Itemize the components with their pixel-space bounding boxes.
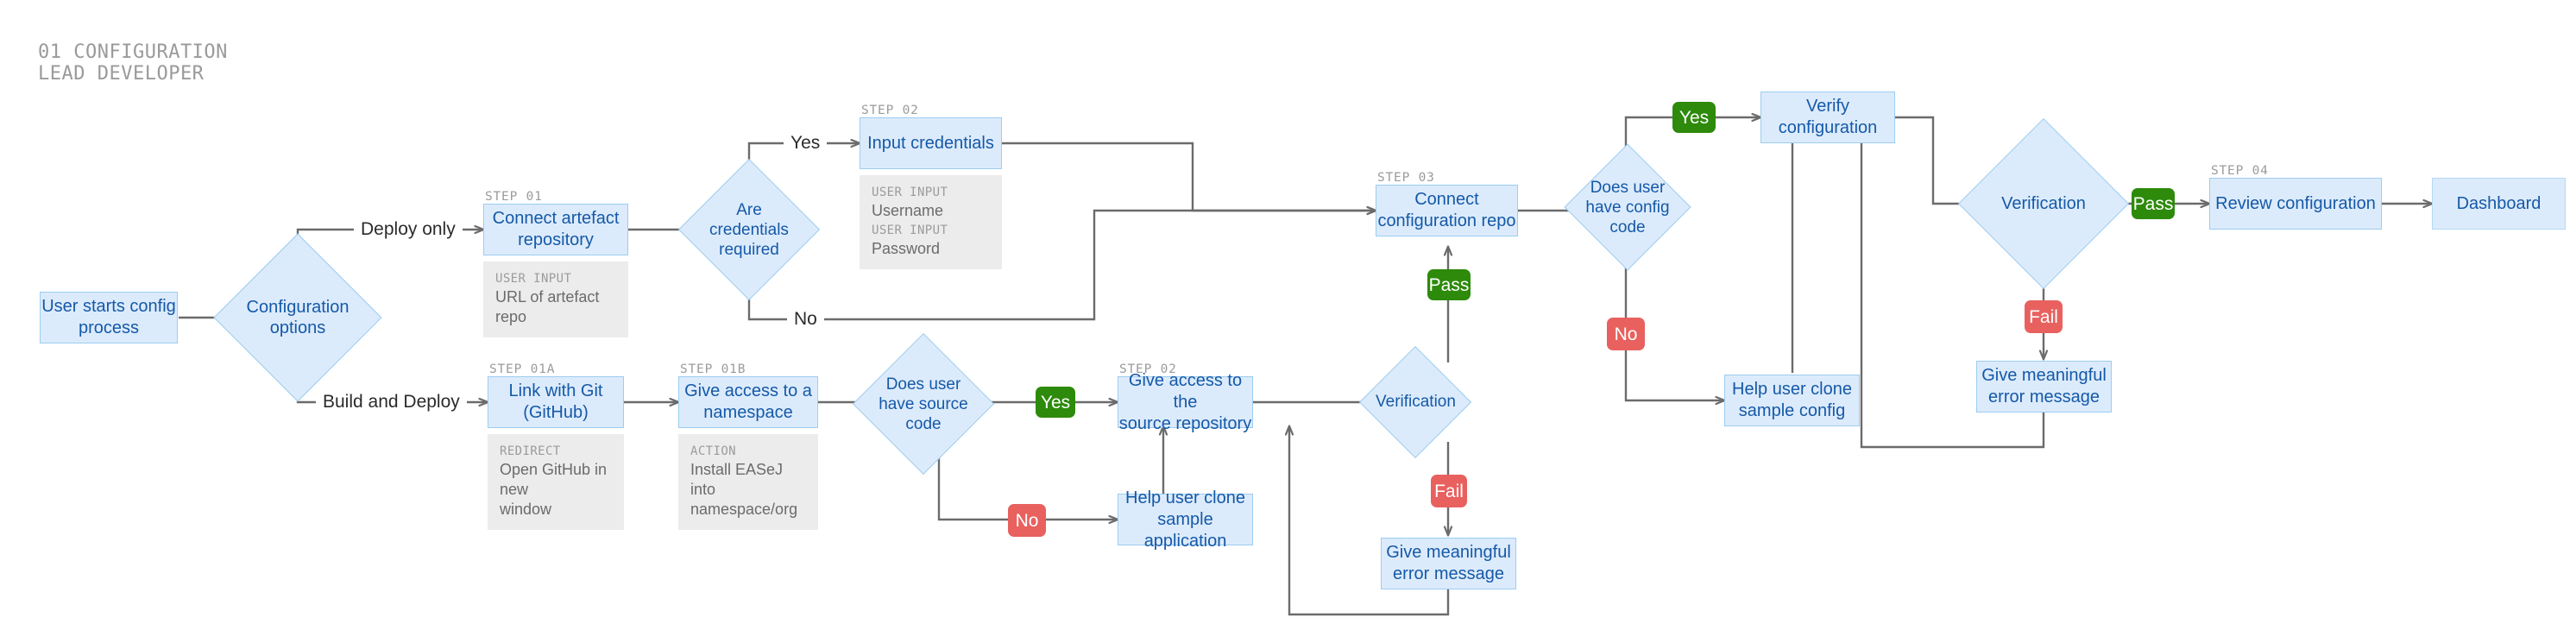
badge-source-yes: Yes [1036, 387, 1075, 418]
edge-label-deploy-only: Deploy only [354, 220, 463, 239]
note-artefact-user-input: USER INPUT URL of artefact repo [483, 261, 628, 337]
badge-config-no: No [1607, 318, 1645, 350]
note-credentials-user-input: USER INPUT Username USER INPUT Password [860, 175, 1002, 269]
node-verification-config[interactable]: Verification [1958, 118, 2129, 289]
step-caption-01: STEP 01 [485, 190, 543, 204]
node-review-configuration[interactable]: Review configuration [2209, 178, 2382, 230]
node-connect-configuration-repo[interactable]: Connect configuration repo [1376, 185, 1518, 236]
node-give-access-to-namespace[interactable]: Give access to a namespace [678, 376, 818, 428]
node-link-with-git[interactable]: Link with Git (GitHub) [488, 376, 624, 428]
note-git-redirect: REDIRECT Open GitHub in new window [488, 434, 624, 530]
badge-source-pass: Pass [1427, 269, 1471, 300]
note-value: Install EASeJ into namespace/org [690, 461, 798, 518]
step-caption-04: STEP 04 [2211, 164, 2269, 178]
badge-config-yes: Yes [1672, 102, 1716, 133]
wire-source-no [937, 450, 1118, 520]
node-help-user-clone-sample-application[interactable]: Help user clone sample application [1118, 488, 1253, 551]
edge-label-credentials-yes: Yes [784, 134, 828, 153]
node-dashboard[interactable]: Dashboard [2432, 178, 2566, 230]
step-caption-02-source-repo: STEP 02 [1119, 362, 1177, 376]
note-value: Open GitHub in new window [500, 461, 608, 518]
note-namespace-action: ACTION Install EASeJ into namespace/org [678, 434, 818, 530]
node-does-user-have-source-code[interactable]: Does user have source code [852, 332, 995, 476]
badge-source-no: No [1008, 504, 1046, 537]
note-kind: USER INPUT [872, 224, 948, 237]
node-does-user-have-config-code[interactable]: Does user have config code [1564, 143, 1691, 271]
note-kind: USER INPUT [872, 186, 948, 199]
note-kind: REDIRECT [500, 444, 561, 458]
node-error-message-source[interactable]: Give meaningful error message [1381, 538, 1516, 589]
node-connect-artefact-repository[interactable]: Connect artefact repository [483, 204, 628, 255]
note-value: Password [872, 240, 941, 257]
wire-error-config-retry [1861, 128, 2045, 449]
wire-credentials-to-config-repo [1002, 142, 1376, 211]
node-give-access-to-source-repository[interactable]: Give access to the source repository [1118, 370, 1253, 433]
badge-final-pass: Pass [2132, 188, 2175, 219]
wire-creds-no [747, 211, 1376, 321]
node-help-user-clone-sample-config[interactable]: Help user clone sample config [1724, 375, 1860, 426]
wire-error-source-retry [1289, 426, 1450, 616]
wire-verify-to-verification-config [1895, 116, 1983, 204]
page-title: 01 CONFIGURATION LEAD DEVELOPER [38, 41, 228, 85]
node-are-credentials-required[interactable]: Are credentials required [677, 158, 821, 301]
node-verify-configuration[interactable]: Verify configuration [1760, 91, 1895, 143]
step-caption-01b: STEP 01B [680, 362, 746, 376]
edge-label-build-and-deploy: Build and Deploy [316, 393, 467, 412]
note-kind: ACTION [690, 444, 736, 458]
wire-config-no [1624, 252, 1724, 400]
node-verification-source[interactable]: Verification [1358, 345, 1472, 459]
badge-config-fail: Fail [2025, 300, 2063, 333]
node-user-starts-config-process[interactable]: User starts config process [40, 292, 178, 343]
node-error-message-config[interactable]: Give meaningful error message [1976, 361, 2112, 413]
step-caption-03: STEP 03 [1377, 171, 1435, 185]
note-value: URL of artefact repo [495, 288, 600, 325]
step-caption-02-credentials: STEP 02 [861, 104, 919, 117]
node-input-credentials[interactable]: Input credentials [860, 117, 1002, 169]
edge-label-credentials-no: No [787, 310, 824, 329]
badge-source-fail: Fail [1431, 475, 1467, 507]
note-value: Username [872, 202, 944, 219]
title-line-1: 01 CONFIGURATION [38, 41, 228, 63]
title-line-2: LEAD DEVELOPER [38, 63, 205, 85]
step-caption-01a: STEP 01A [489, 362, 556, 376]
node-configuration-options[interactable]: Configuration options [213, 233, 382, 402]
note-kind: USER INPUT [495, 272, 572, 286]
